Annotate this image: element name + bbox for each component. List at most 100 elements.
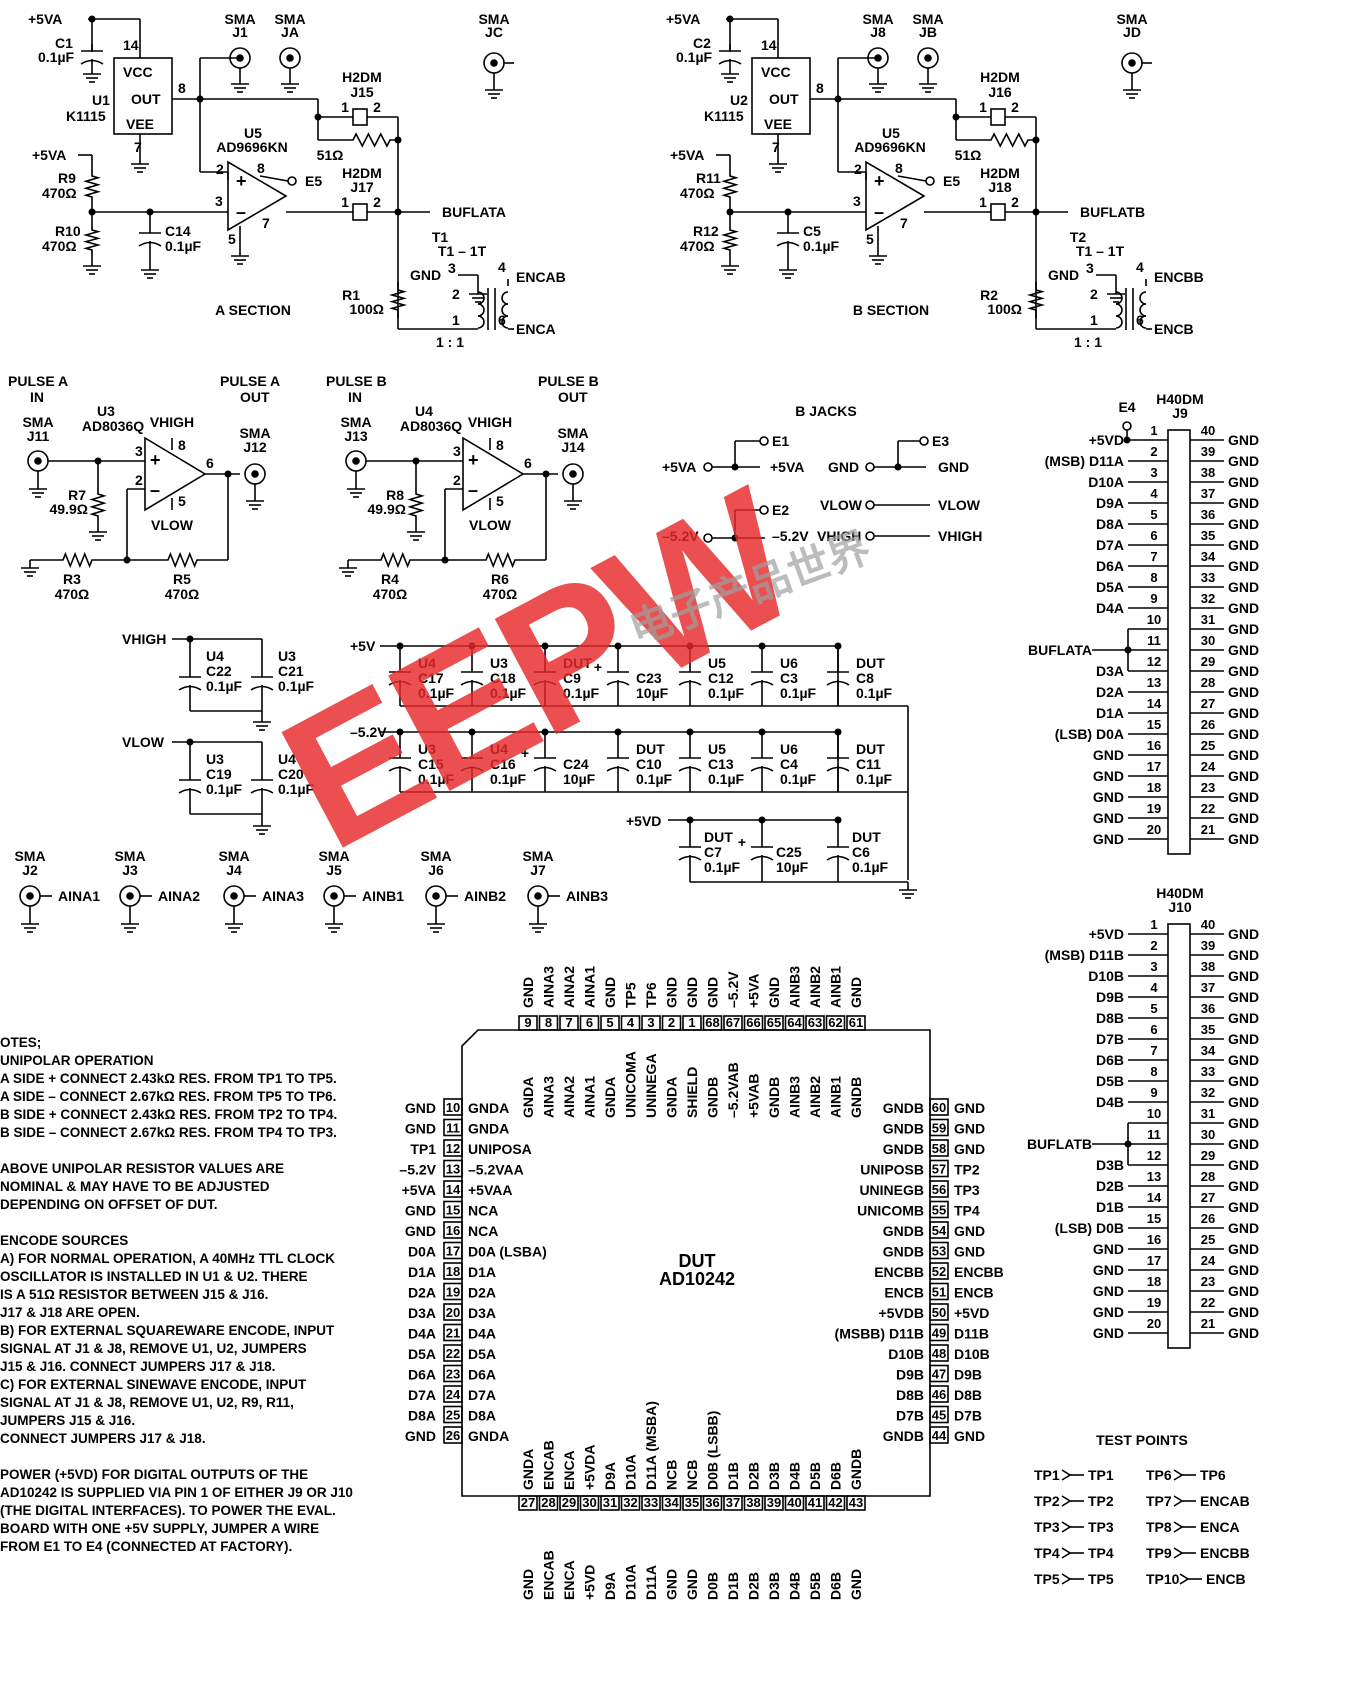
label: SMA — [218, 848, 249, 864]
label: D9B — [896, 1367, 924, 1383]
pin-box — [518, 1495, 538, 1511]
label: GND — [1228, 516, 1259, 532]
pin-box — [846, 1015, 866, 1031]
label: GND — [1228, 579, 1259, 595]
note-line: B SIDE + CONNECT 2.43kΩ RES. FROM TP2 TO… — [0, 1107, 338, 1122]
label: 0.1µF — [563, 685, 600, 701]
label: J2 — [22, 862, 38, 878]
winding — [477, 303, 485, 317]
winding — [1139, 291, 1147, 305]
label: GNDA — [468, 1121, 509, 1137]
label: 4 — [1136, 259, 1144, 275]
label: GNDA — [468, 1100, 509, 1116]
label: J17 — [350, 179, 374, 195]
cap-plate — [460, 766, 484, 772]
opamp — [462, 436, 525, 512]
label: D3A — [408, 1305, 436, 1321]
label: DUT — [704, 829, 733, 845]
pin-box — [443, 1405, 463, 1424]
label: 63 — [808, 1015, 822, 1030]
label: 49.9Ω — [50, 501, 88, 517]
note-line: BOARD WITH ONE +5V SUPPLY, JUMPER A WIRE — [0, 1521, 320, 1536]
label: IN — [30, 389, 44, 405]
label: 0.1µF — [676, 49, 713, 65]
label: 46 — [932, 1387, 946, 1402]
label: C4 — [780, 756, 798, 772]
label: D1A — [408, 1264, 436, 1280]
label: D0A (LSBA) — [468, 1244, 547, 1260]
label: 470Ω — [680, 238, 715, 254]
pin-box — [620, 1495, 641, 1511]
note-line: (THE DIGITAL INTERFACES). TO POWER THE E… — [0, 1503, 336, 1518]
pin-box — [559, 1495, 579, 1511]
cap-plate — [250, 788, 274, 794]
pin-box — [702, 1015, 723, 1031]
pin-net: +5VD — [582, 1565, 598, 1600]
label: TP9 — [1146, 1545, 1172, 1561]
label: SMA — [912, 11, 943, 27]
note-line — [0, 1142, 420, 1160]
label: VEE — [126, 116, 154, 132]
label: –5.2V — [772, 528, 809, 544]
label: 34 — [1201, 549, 1216, 564]
label: 16 — [1147, 1232, 1161, 1247]
label: TP10 — [1146, 1571, 1180, 1587]
label: 7 — [1150, 1043, 1157, 1058]
pin-box — [579, 1495, 600, 1511]
wire — [345, 132, 398, 148]
label: 10 — [446, 1100, 460, 1115]
label: E3 — [932, 433, 949, 449]
label: TP3 — [1088, 1519, 1114, 1535]
label: 8 — [178, 437, 186, 453]
label: 16 — [446, 1223, 460, 1238]
label: 62 — [828, 1015, 842, 1030]
label: D5A — [468, 1346, 496, 1362]
label: 58 — [932, 1141, 946, 1156]
terminal-circle — [759, 436, 769, 446]
label: 50 — [932, 1305, 946, 1320]
pin-name: GNDA — [520, 1449, 536, 1490]
label: 33 — [1201, 570, 1215, 585]
label: J1 — [232, 24, 248, 40]
label: D2A — [1096, 684, 1124, 700]
label: 33 — [1201, 1064, 1215, 1079]
note-line — [0, 1448, 420, 1466]
label: J9 — [1172, 405, 1188, 421]
label: C23 — [636, 670, 662, 686]
label: D5A — [1096, 579, 1124, 595]
pin-net: GND — [848, 1569, 864, 1600]
label: C6 — [852, 844, 870, 860]
label: SMA — [478, 11, 509, 27]
label: 19 — [1147, 801, 1161, 816]
label: GND — [1093, 747, 1124, 763]
pin-net: D6B — [828, 1572, 844, 1600]
label: 3 — [1086, 260, 1094, 276]
label: 32 — [1201, 1085, 1215, 1100]
label: GND — [1228, 1325, 1259, 1341]
pin-name: D2B — [746, 1462, 762, 1490]
label: –5.2VAA — [468, 1162, 524, 1178]
label: 29 — [562, 1495, 576, 1510]
label: 100Ω — [349, 301, 384, 317]
label: 0.1µF — [418, 771, 455, 787]
label: D7B — [954, 1408, 982, 1424]
note-line: CONNECT JUMPERS J17 & J18. — [0, 1431, 206, 1446]
label: GND — [1228, 453, 1259, 469]
cap-plate — [250, 685, 274, 691]
terminal-circle — [1122, 421, 1132, 431]
pin-box — [443, 1262, 463, 1280]
label: 60 — [932, 1100, 946, 1115]
label: GND — [1228, 684, 1259, 700]
pin-net: GND — [664, 1569, 680, 1600]
sma-center — [1128, 59, 1136, 67]
label: 11 — [1147, 633, 1161, 648]
label: D7A — [1096, 537, 1124, 553]
label: GND — [1228, 1304, 1259, 1320]
label: AINA3 — [262, 888, 304, 904]
wire — [1061, 1469, 1072, 1481]
label: + — [236, 171, 247, 191]
label: GND — [1228, 1052, 1259, 1068]
label: J11 — [27, 428, 50, 444]
pin-box — [929, 1159, 949, 1178]
label: TP6 — [1146, 1467, 1172, 1483]
